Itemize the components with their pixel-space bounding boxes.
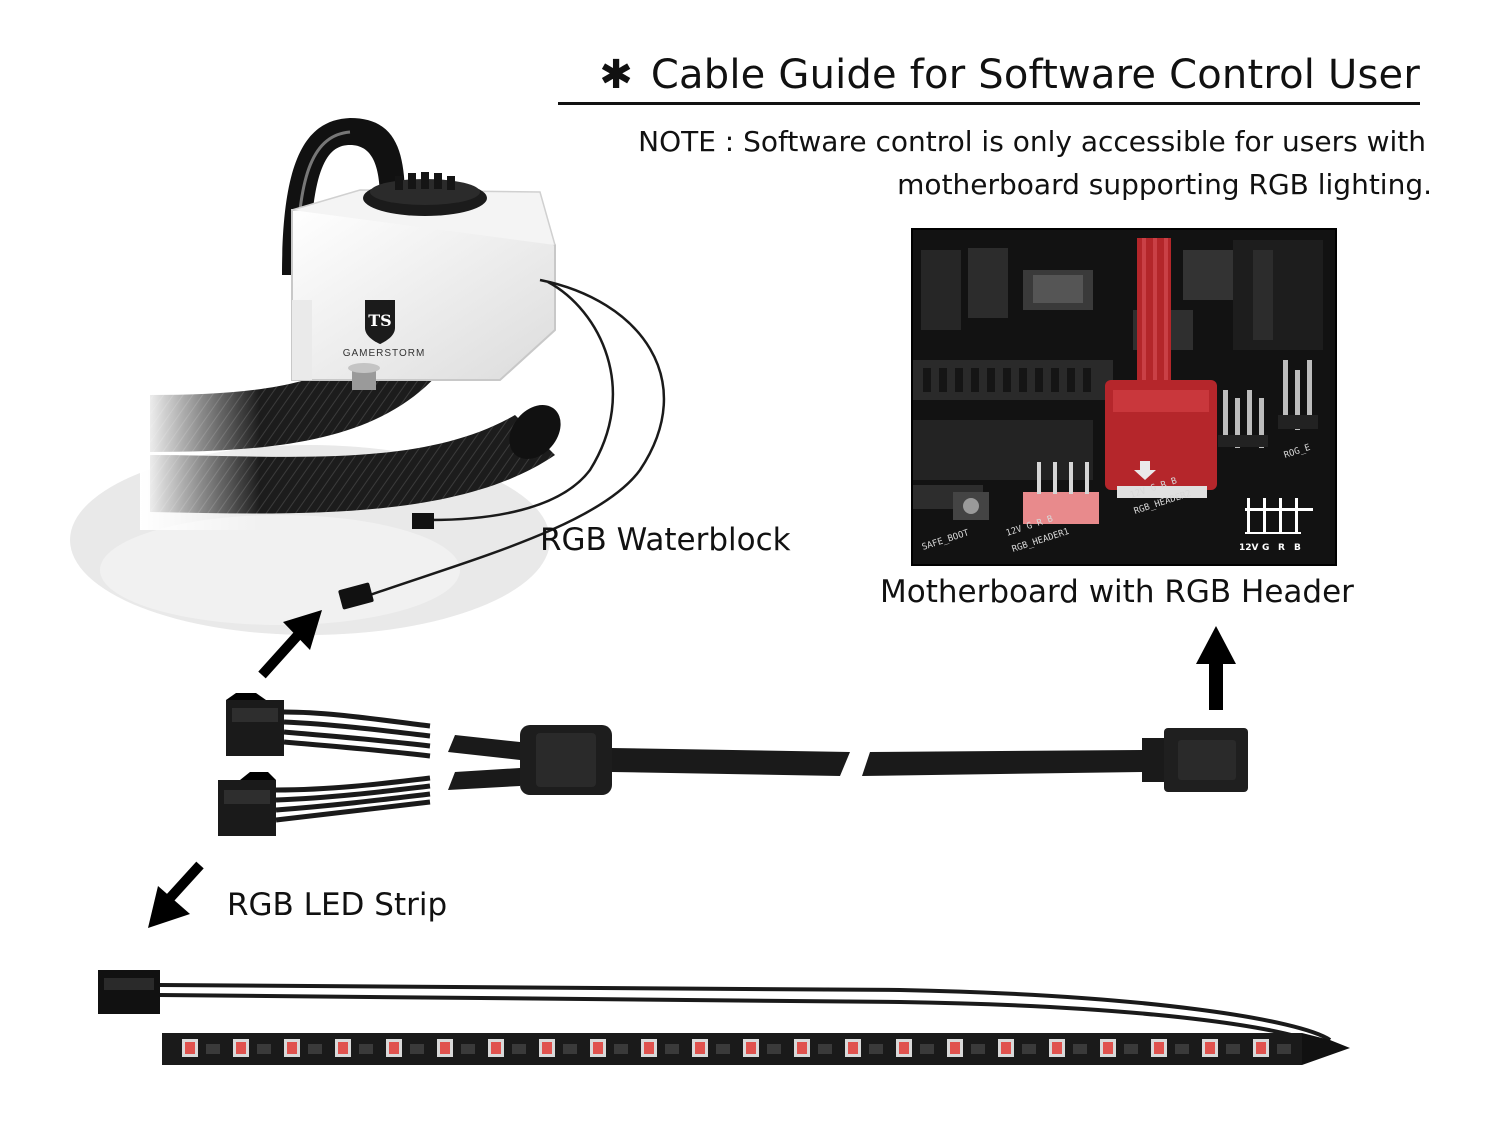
title-text: Cable Guide for Software Control User: [650, 52, 1420, 98]
led-resistor: [461, 1044, 475, 1054]
pin-label-g: G: [1262, 543, 1269, 553]
label-rgb-led-strip: RGB LED Strip: [227, 887, 448, 923]
led-light: [899, 1042, 909, 1054]
led-resistor: [1073, 1044, 1087, 1054]
waterblock-cables: [369, 278, 666, 597]
led-light: [593, 1042, 603, 1054]
led-light: [440, 1042, 450, 1054]
led-light: [542, 1042, 552, 1054]
led-resistor: [410, 1044, 424, 1054]
led-resistor: [818, 1044, 832, 1054]
note-line-2: motherboard supporting RGB lighting.: [897, 168, 1432, 201]
pump-waterblock: TS GAMERSTORM: [282, 118, 556, 390]
led-light: [950, 1042, 960, 1054]
led-resistor: [512, 1044, 526, 1054]
led-light: [695, 1042, 705, 1054]
led-light: [389, 1042, 399, 1054]
led-resistor: [1277, 1044, 1291, 1054]
led-resistor: [1124, 1044, 1138, 1054]
led-resistor: [1022, 1044, 1036, 1054]
led-light: [848, 1042, 858, 1054]
led-light: [1205, 1042, 1215, 1054]
arrow-to-motherboard: [1196, 626, 1236, 710]
led-resistor: [767, 1044, 781, 1054]
arrow-to-led-strip: [148, 861, 204, 928]
led-resistor: [1226, 1044, 1240, 1054]
led-light: [746, 1042, 756, 1054]
splitter-cable: [218, 693, 1248, 836]
led-resistor: [359, 1044, 373, 1054]
led-light: [491, 1042, 501, 1054]
pin-label-r: R: [1278, 543, 1285, 553]
led-light: [287, 1042, 297, 1054]
led-resistor: [920, 1044, 934, 1054]
led-resistor: [563, 1044, 577, 1054]
note-line-1: NOTE : Software control is only accessib…: [638, 125, 1426, 158]
led-strip-assembly: [98, 970, 1350, 1065]
led-light: [185, 1042, 195, 1054]
waterblock-connector: [338, 513, 434, 610]
led-strip-chips: [182, 1039, 1291, 1057]
led-resistor: [716, 1044, 730, 1054]
led-resistor: [1175, 1044, 1189, 1054]
led-light: [1256, 1042, 1266, 1054]
led-resistor: [665, 1044, 679, 1054]
note-text: NOTE : Software control is only accessib…: [606, 120, 1432, 206]
led-light: [1103, 1042, 1113, 1054]
pinout-icon: 12V G R B: [1239, 498, 1313, 553]
led-resistor: [257, 1044, 271, 1054]
red-rgb-cable: [1105, 238, 1217, 490]
arrow-to-waterblock: [258, 610, 322, 679]
label-motherboard-rgb-header: Motherboard with RGB Header: [880, 574, 1354, 610]
motherboard-panel: SAFE_BOOT RGB_HEADER1 12V G R B RGB_HEAD…: [911, 228, 1337, 566]
svg-text:TS: TS: [368, 311, 391, 330]
led-resistor: [971, 1044, 985, 1054]
led-light: [797, 1042, 807, 1054]
led-resistor: [869, 1044, 883, 1054]
led-resistor: [308, 1044, 322, 1054]
pin-label-12v: 12V: [1239, 543, 1259, 553]
led-light: [1154, 1042, 1164, 1054]
asterisk-icon: ✱: [599, 52, 633, 98]
label-rgb-waterblock: RGB Waterblock: [540, 522, 791, 558]
led-light: [338, 1042, 348, 1054]
led-light: [1001, 1042, 1011, 1054]
pin-label-b: B: [1294, 543, 1301, 553]
rgb-header-1: [1023, 462, 1099, 524]
led-light: [236, 1042, 246, 1054]
led-resistor: [206, 1044, 220, 1054]
page-title: ✱ Cable Guide for Software Control User: [558, 50, 1420, 105]
led-light: [1052, 1042, 1062, 1054]
led-light: [644, 1042, 654, 1054]
pump-brand-text: GAMERSTORM: [343, 348, 426, 359]
led-resistor: [614, 1044, 628, 1054]
